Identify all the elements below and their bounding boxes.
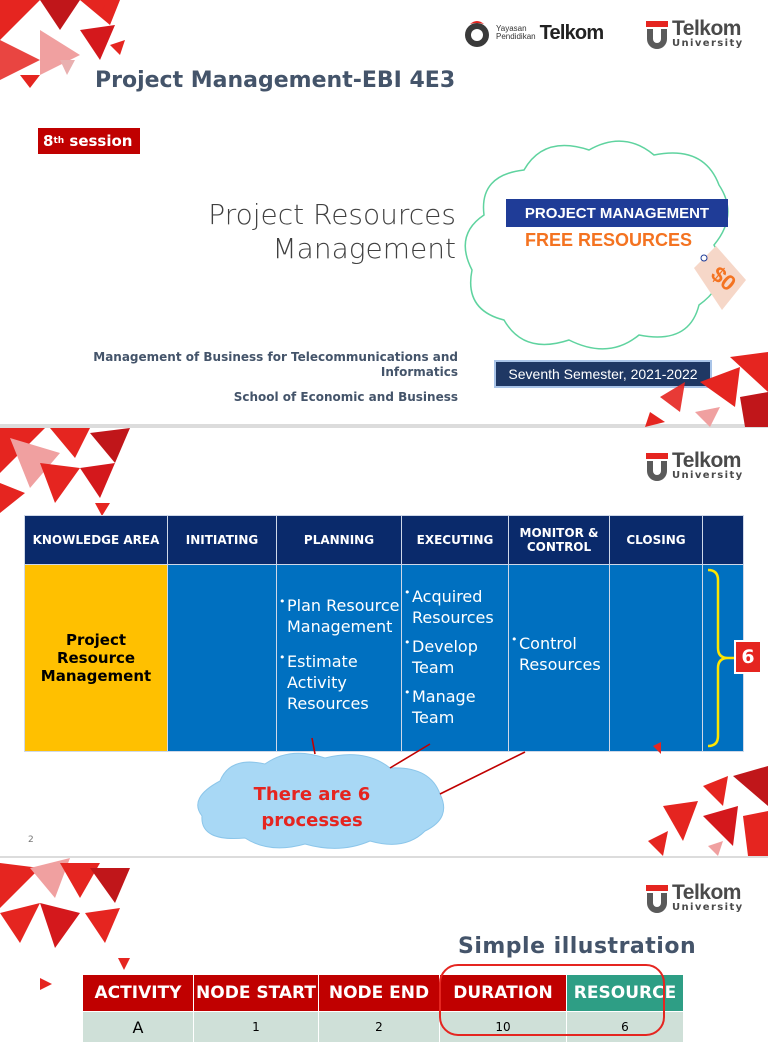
header-node-start: NODE START: [193, 974, 319, 1012]
telkom-university-logo: Telkom University: [646, 882, 744, 913]
page-title: Project Resources Management: [208, 198, 456, 266]
triangle-decoration-top-left: [0, 0, 125, 88]
slide-title: Yayasan Pendidikan Telkom Telkom Univers…: [0, 0, 768, 427]
ypt-emblem-icon: [465, 21, 489, 47]
table-header-row: KNOWLEDGE AREA INITIATING PLANNING EXECU…: [24, 515, 744, 565]
triangle-decoration-bottom-right: [648, 742, 768, 856]
process-item: Acquired Resources: [404, 582, 508, 628]
page-title-line2: Management: [272, 232, 456, 265]
free-resources-label: FREE RESOURCES: [525, 230, 693, 250]
header-node-end: NODE END: [318, 974, 440, 1012]
process-group-table: KNOWLEDGE AREA INITIATING PLANNING EXECU…: [24, 515, 744, 752]
tu-line1: Telkom: [672, 449, 741, 472]
monitor-control-cell: Control Resources: [508, 564, 610, 752]
project-management-label: PROJECT MANAGEMENT: [506, 199, 728, 227]
telkom-university-logo: Telkom University: [646, 18, 744, 49]
session-suffix: th: [53, 136, 65, 146]
telkom-university-emblem-icon: [646, 20, 668, 49]
ypt-line2: Pendidikan: [496, 32, 536, 41]
slide-simple-illustration: Telkom University Simple illustration AC…: [0, 858, 768, 1043]
table-row: A 1 2 10 6: [82, 1011, 684, 1043]
process-item: Estimate Activity Resources: [279, 647, 401, 714]
duration-cell: 10: [439, 1011, 567, 1043]
process-item: Manage Team: [404, 682, 508, 728]
tu-line2: University: [672, 902, 744, 913]
ypt-brand: Telkom: [539, 21, 605, 44]
initiating-cell: [167, 564, 277, 752]
tu-line1: Telkom: [672, 17, 741, 40]
slide-process-groups: Telkom University KNOWLEDGE AREA INITIAT…: [0, 428, 768, 856]
session-label: session: [69, 132, 133, 150]
planning-cell: Plan Resource Management Estimate Activi…: [276, 564, 402, 752]
triangle-decoration-top-left: [0, 428, 130, 516]
header-executing: EXECUTING: [401, 515, 509, 565]
yayasan-pendidikan-telkom-logo: Yayasan Pendidikan Telkom: [462, 18, 605, 48]
triangle-decoration-top-left: [0, 858, 130, 990]
highlight-outline: [439, 964, 665, 1036]
process-item: Develop Team: [404, 632, 508, 678]
slide-number: 2: [28, 835, 34, 845]
tu-line2: University: [672, 38, 744, 49]
header-knowledge-area: KNOWLEDGE AREA: [24, 515, 168, 565]
ypt-line1: Yayasan: [496, 23, 527, 33]
activity-cell: A: [82, 1011, 194, 1043]
header-duration: DURATION: [439, 974, 567, 1012]
tu-line2: University: [672, 470, 744, 481]
semester-badge: Seventh Semester, 2021-2022: [494, 360, 712, 388]
node-start-cell: 1: [193, 1011, 319, 1043]
process-item: Control Resources: [511, 629, 609, 675]
session-number: 8: [43, 132, 54, 150]
free-resources-cloud-image: [464, 140, 746, 350]
callout-cloud: [197, 737, 526, 849]
school-name: School of Economic and Business: [233, 390, 458, 404]
node-end-cell: 2: [318, 1011, 440, 1043]
table-header-row: ACTIVITY NODE START NODE END DURATION RE…: [82, 974, 684, 1012]
telkom-university-logo: Telkom University: [646, 450, 744, 481]
slide-gap: [0, 856, 768, 858]
callout-text: There are 6 processes: [253, 784, 371, 831]
header-extra: [702, 515, 744, 565]
telkom-university-emblem-icon: [646, 884, 668, 913]
process-item: Plan Resource Management: [279, 591, 401, 637]
header-planning: PLANNING: [276, 515, 402, 565]
header-closing: CLOSING: [609, 515, 703, 565]
executing-cell: Acquired Resources Develop Team Manage T…: [401, 564, 509, 752]
header-activity: ACTIVITY: [82, 974, 194, 1012]
activity-table: ACTIVITY NODE START NODE END DURATION RE…: [82, 974, 684, 1043]
curly-brace-icon: [707, 568, 736, 748]
telkom-university-emblem-icon: [646, 452, 668, 481]
header-monitor-control: MONITOR & CONTROL: [508, 515, 610, 565]
table-row: Project Resource Management Plan Resourc…: [24, 564, 744, 752]
program-name: Management of Business for Telecommunica…: [93, 350, 458, 379]
page-title-line1: Project Resources: [208, 198, 456, 231]
section-title: Simple illustration: [458, 934, 697, 959]
slide-gap: [0, 424, 768, 428]
course-title: Project Management-EBI 4E3: [95, 68, 456, 93]
closing-cell: [609, 564, 703, 752]
header-initiating: INITIATING: [167, 515, 277, 565]
tu-line1: Telkom: [672, 881, 741, 904]
knowledge-area-cell: Project Resource Management: [24, 564, 168, 752]
triangle-decoration-bottom-right: [645, 352, 768, 427]
process-count-badge: 6: [734, 640, 762, 674]
